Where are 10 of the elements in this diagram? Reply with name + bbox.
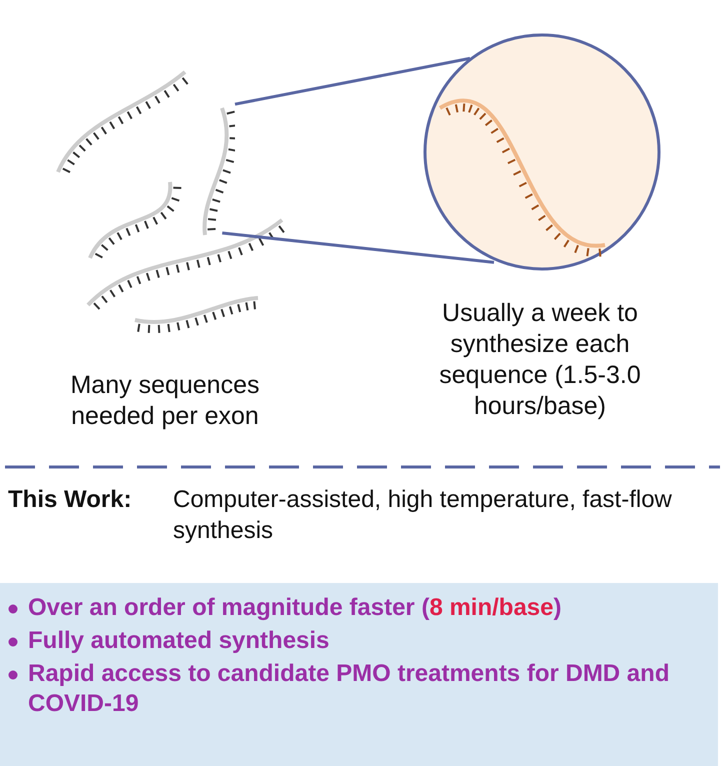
highlight-panel bbox=[0, 583, 718, 766]
caption-text: Usually a week to synthesize each sequence (1.5-3.0 hours/base) bbox=[438, 298, 642, 422]
leader-line bbox=[222, 232, 494, 264]
leader-line bbox=[234, 56, 470, 106]
bullet-text: Fully automated synthesis bbox=[28, 626, 330, 656]
caption-text: Many sequences needed per exon bbox=[69, 370, 260, 432]
bullet-text: Over an order of magnitude faster (8 min/base) bbox=[28, 593, 562, 623]
heading-text: This Work: bbox=[8, 485, 132, 515]
bullet-text: Rapid access to candidate PMO treatments for DMD and COVID-19 bbox=[28, 659, 670, 719]
body-text: Computer-assisted, high temperature, fast-flow synthesis bbox=[173, 485, 673, 546]
